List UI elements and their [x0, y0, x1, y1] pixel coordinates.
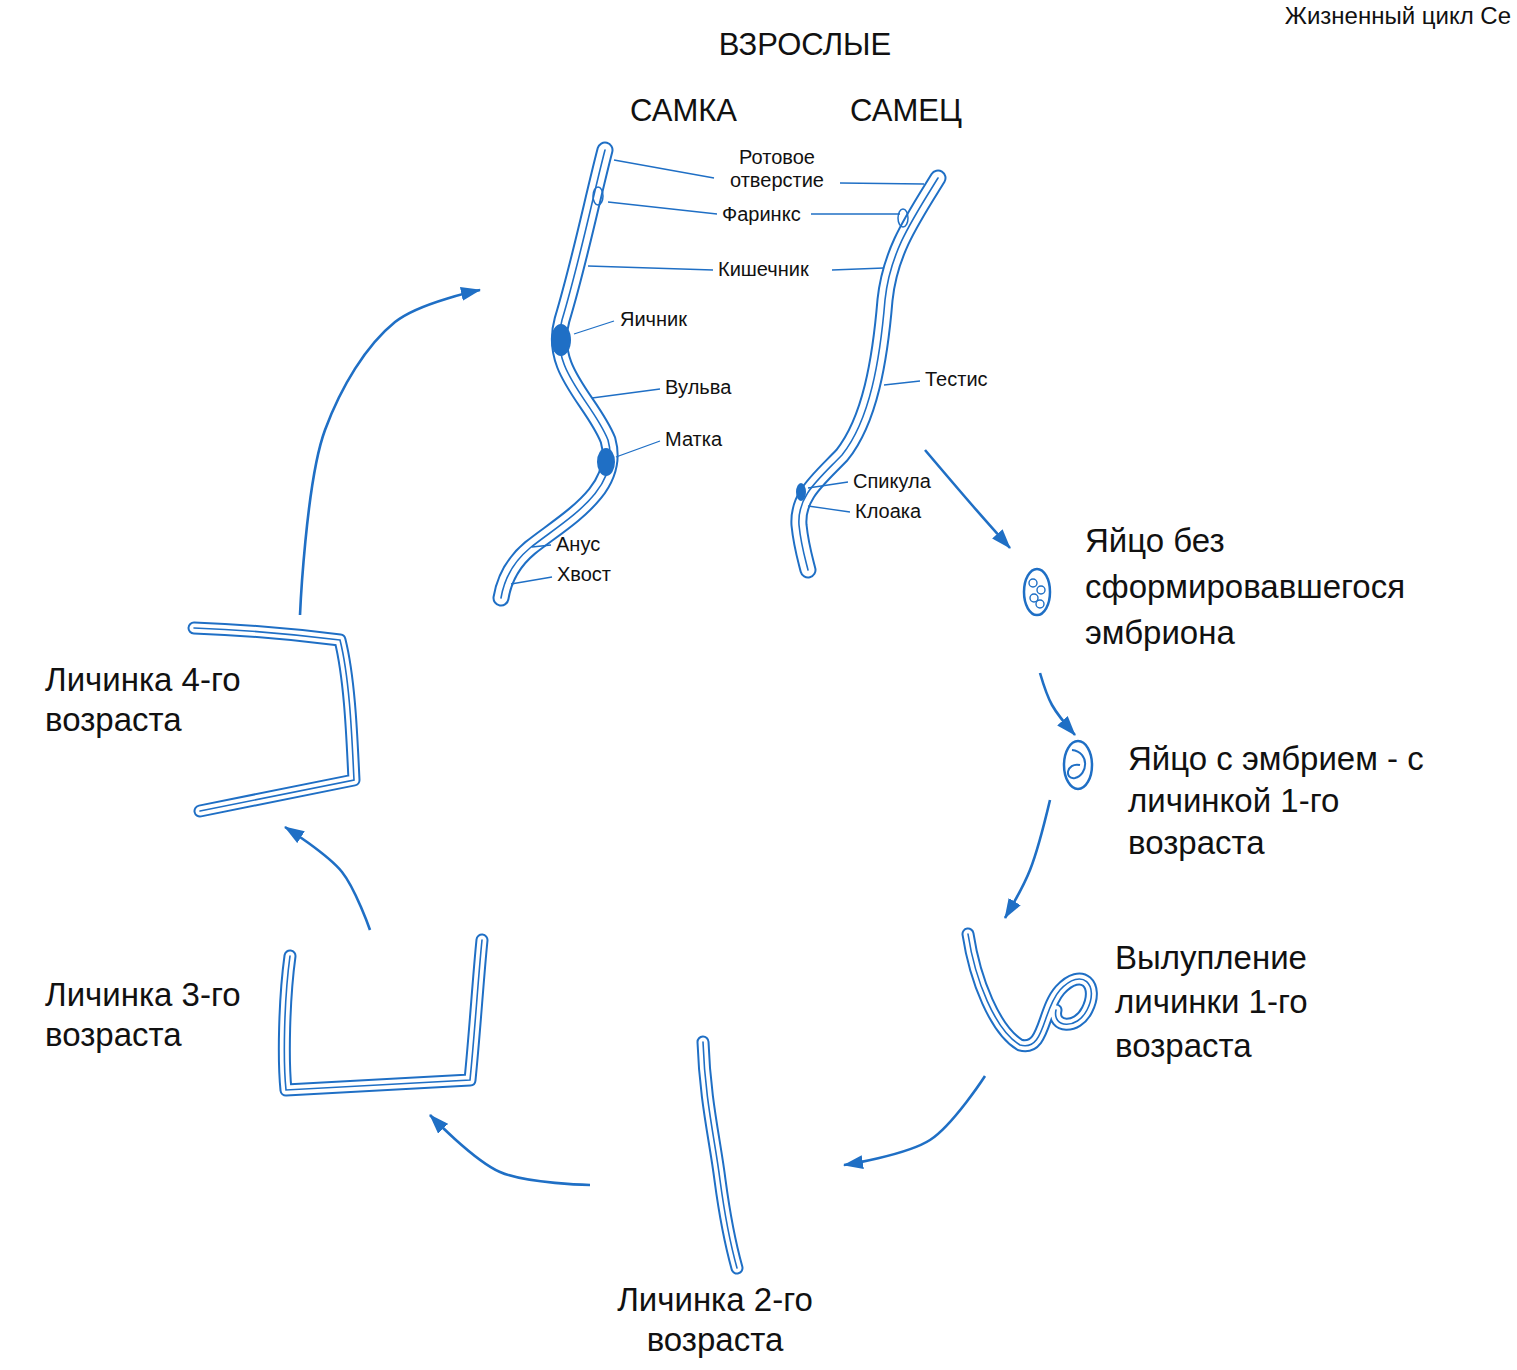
egg-cell — [1029, 579, 1037, 587]
leader-line — [588, 266, 713, 270]
egg-shell — [1064, 741, 1092, 789]
worm-outline — [799, 178, 938, 570]
worm-outline — [194, 628, 354, 811]
egg-with-embryo — [1064, 741, 1092, 789]
leader-line — [884, 381, 920, 385]
hatching-larva — [968, 934, 1091, 1046]
part-label: Анус — [556, 533, 600, 556]
worm-outline — [501, 150, 610, 598]
worm-body — [703, 1042, 737, 1268]
page-title: Жизненный цикл Ce — [1285, 2, 1511, 30]
cycle-arrow — [925, 450, 1010, 548]
stage-label: Яйцо без сформировавшегося эмбриона — [1085, 518, 1475, 656]
hatching-stage: Вылупление личинки 1-го возраста — [955, 918, 1365, 1076]
part-label: Клоака — [855, 500, 921, 523]
part-label: Хвост — [557, 563, 611, 586]
pharynx — [593, 187, 603, 205]
leader-line — [811, 213, 900, 214]
stage-label: Вылупление личинки 1-го возраста — [1115, 936, 1360, 1068]
cycle-arrow — [844, 1076, 985, 1165]
worm-body — [284, 940, 482, 1090]
worm-gut — [284, 940, 482, 1090]
part-label: Спикула — [853, 470, 931, 493]
worm-gut — [799, 178, 938, 570]
leader-line — [808, 506, 850, 512]
worm-body — [799, 178, 938, 570]
female-worm — [501, 150, 615, 598]
leader-line — [511, 577, 552, 584]
egg-cell — [1036, 600, 1044, 608]
cycle-arrow — [1040, 673, 1075, 735]
ovary — [551, 324, 571, 356]
leader-lines — [511, 160, 924, 584]
larva-2 — [703, 1042, 737, 1268]
worm-gut — [501, 150, 610, 598]
leader-line — [592, 389, 660, 398]
part-label: Кишечник — [718, 258, 809, 281]
worm-body — [501, 150, 610, 598]
pharynx — [898, 209, 908, 227]
part-label: Матка — [665, 428, 722, 451]
adult-group: ВЗРОСЛЫЕ САМКА САМЕЦ — [470, 22, 1030, 622]
stage-label: САМКА — [630, 92, 760, 130]
stage-label: Личинка 4-го возраста — [45, 660, 285, 740]
egg-cell — [1037, 586, 1045, 594]
egg-shell — [1024, 569, 1050, 615]
stage-label: САМЕЦ — [850, 92, 982, 130]
embryo-egg-stage: Яйцо с эмбрием - с личинкой 1-го возраст… — [1050, 735, 1452, 875]
coiled-embryo — [1068, 750, 1085, 778]
cycle-arrow — [1005, 800, 1050, 918]
larva-4 — [194, 628, 354, 811]
stage-label: Личинка 2-го возраста — [590, 1280, 840, 1360]
worm-gut — [703, 1042, 737, 1268]
stage-label: Личинка 3-го возраста — [45, 975, 285, 1055]
leader-line — [574, 321, 614, 334]
leader-line — [808, 482, 848, 488]
leader-line — [616, 441, 660, 457]
worm-gut — [968, 934, 1091, 1046]
larva-stage: Личинка 3-го возраста — [40, 930, 500, 1115]
cycle-arrow — [430, 1115, 590, 1185]
part-label: Ротовое отверстие — [718, 146, 836, 192]
leader-line — [840, 183, 924, 184]
spicule — [796, 483, 806, 501]
leader-line — [614, 160, 714, 178]
egg-without-embryo — [1024, 569, 1050, 615]
worm-body — [194, 628, 354, 811]
larva-stage: Личинка 4-го возраста — [40, 615, 370, 827]
cycle-arrow — [285, 827, 370, 930]
part-label: Фаринкс — [722, 203, 801, 226]
stage-label: Яйцо с эмбрием - с личинкой 1-го возраст… — [1128, 738, 1448, 864]
part-label: Тестис — [925, 368, 988, 391]
egg-stage: Яйцо без сформировавшегося эмбриона — [1010, 515, 1480, 673]
leader-line — [532, 545, 551, 547]
leader-line — [832, 268, 884, 270]
part-label: Яичник — [620, 308, 687, 331]
worm-gut — [194, 628, 354, 811]
part-label: Вульва — [665, 376, 731, 399]
leader-line — [608, 202, 717, 214]
worm-outline — [703, 1042, 737, 1268]
female-stage: САМКА — [480, 88, 765, 610]
uterus — [597, 448, 615, 476]
stage-label: ВЗРОСЛЫЕ — [700, 26, 910, 64]
worm-outline — [284, 940, 482, 1090]
worm-body — [968, 934, 1091, 1046]
worm-outline — [968, 934, 1091, 1046]
cycle-arrow — [300, 290, 480, 615]
larva-stage: Личинка 2-го возраста — [590, 1030, 844, 1364]
larva-3 — [284, 940, 482, 1090]
male-worm — [796, 178, 938, 570]
